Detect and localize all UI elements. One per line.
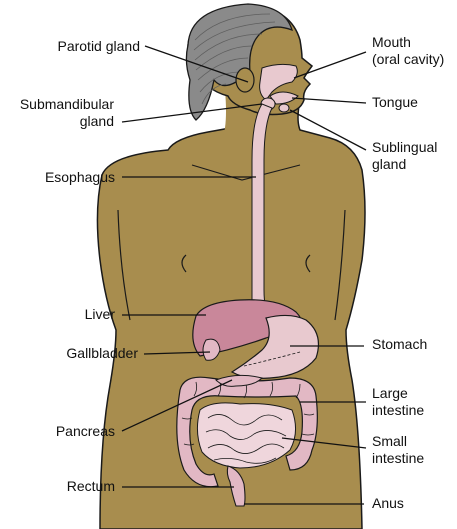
small-intestine	[196, 402, 296, 469]
label-large-intestine: Large intestine	[372, 385, 424, 419]
leader-gallbladder	[143, 351, 211, 355]
label-rectum: Rectum	[10, 478, 115, 495]
tongue	[269, 91, 299, 105]
leader-small-intestine	[281, 437, 367, 449]
label-esophagus: Esophagus	[10, 169, 115, 186]
label-sublingual-gland: Sublingual gland	[372, 139, 437, 173]
label-anus: Anus	[372, 495, 404, 512]
label-sublingual-line1: Sublingual	[372, 139, 438, 155]
label-submandibular-line1: Submandibular	[19, 96, 114, 112]
leader-tongue	[291, 97, 367, 104]
stomach	[230, 314, 319, 379]
label-gallbladder-text: Gallbladder	[66, 345, 138, 361]
leader-pancreas	[121, 379, 233, 432]
hair-strands	[193, 13, 276, 105]
label-submandibular-gland: Submandibular gland	[0, 96, 114, 130]
label-stomach: Stomach	[372, 336, 427, 353]
label-stomach-text: Stomach	[372, 336, 428, 352]
ear	[235, 67, 255, 93]
label-large-intestine-line2: intestine	[372, 402, 425, 418]
leader-parotid	[144, 45, 249, 83]
gallbladder	[202, 338, 221, 361]
oral-cavity	[259, 63, 298, 101]
sublingual-gland-shape	[278, 103, 290, 113]
label-submandibular-line2: gland	[79, 113, 114, 129]
pancreas	[215, 374, 263, 387]
label-small-intestine: Small intestine	[372, 433, 424, 467]
label-pancreas: Pancreas	[10, 423, 115, 440]
left-breast-line	[181, 254, 187, 273]
collarbones	[191, 164, 301, 181]
label-esophagus-text: Esophagus	[44, 169, 115, 185]
leader-submandibular	[121, 103, 263, 123]
right-arm-line	[334, 209, 346, 321]
label-parotid-gland: Parotid gland	[10, 38, 140, 55]
label-tongue: Tongue	[372, 94, 418, 111]
leader-sublingual	[289, 109, 367, 151]
label-gallbladder: Gallbladder	[0, 345, 138, 362]
large-intestine	[176, 376, 318, 488]
label-pancreas-text: Pancreas	[55, 423, 115, 439]
label-anus-text: Anus	[372, 495, 404, 511]
label-small-intestine-line1: Small	[372, 433, 408, 449]
label-small-intestine-line2: intestine	[372, 450, 425, 466]
label-tongue-text: Tongue	[372, 94, 418, 110]
leader-lines	[121, 45, 367, 505]
rectum	[226, 465, 246, 507]
label-liver: Liver	[10, 306, 115, 323]
label-large-intestine-line1: Large	[372, 385, 408, 401]
label-parotid-gland-text: Parotid gland	[57, 38, 140, 54]
small-intestine-coils	[205, 414, 287, 464]
label-mouth-line2: (oral cavity)	[372, 51, 445, 67]
label-liver-text: Liver	[84, 306, 115, 322]
right-breast-line	[305, 254, 311, 273]
stomach-fold	[243, 351, 301, 367]
label-sublingual-line2: gland	[372, 156, 407, 172]
leader-mouth	[293, 51, 367, 79]
label-mouth: Mouth (oral cavity)	[372, 34, 444, 68]
label-rectum-text: Rectum	[66, 478, 115, 494]
label-mouth-line1: Mouth	[372, 34, 411, 50]
left-arm-line	[117, 209, 131, 321]
